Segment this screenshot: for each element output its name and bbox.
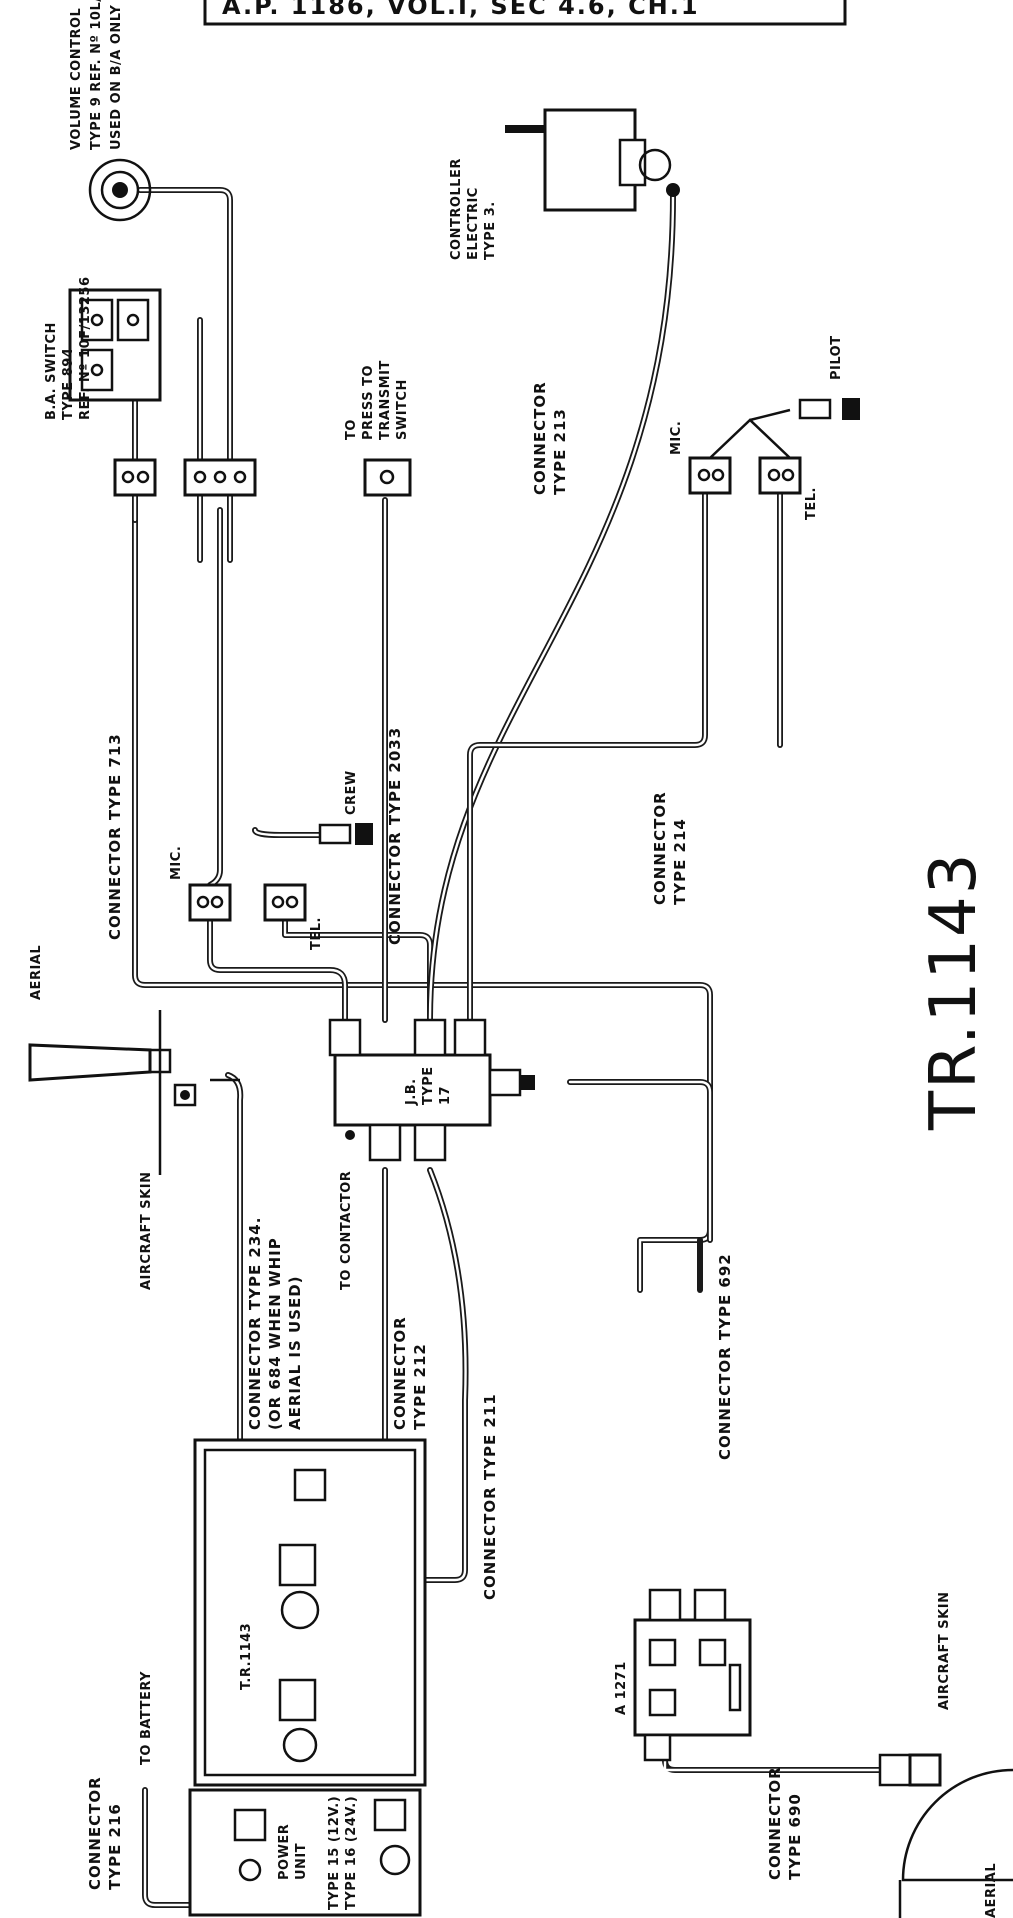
label-connector-690-2: TYPE 690 [786,1793,804,1880]
label-crew-tel: TEL. [309,917,324,950]
crew-plates [188,823,373,922]
label-connector-234-2: (OR 684 WHEN WHIP [266,1237,284,1430]
label-connector-2033: CONNECTOR TYPE 2033 [386,727,404,945]
aerial-top [28,1010,240,1175]
label-controller-1: CONTROLLER [449,158,464,260]
wire-connector-692 [567,1079,713,1293]
label-power-unit-1: POWER [277,1824,292,1880]
label-controller-3: TYPE 3. [483,201,498,260]
label-power-unit-2: UNIT [294,1843,309,1880]
label-connector-212-1: CONNECTOR [391,1316,409,1430]
label-connector-214-1: CONNECTOR [651,791,669,905]
press-to-transmit-plate [363,458,412,497]
wire-connector-713 [132,517,713,1293]
pilot-plates [688,398,860,495]
wire-connector-234 [225,1072,244,1443]
ba-switch [68,288,162,402]
label-connector-713: CONNECTOR TYPE 713 [106,733,124,940]
tr1143-unit [193,1438,427,1787]
label-connector-690-1: CONNECTOR [766,1766,784,1880]
label-power-types-2: TYPE 16 (24V.) [344,1796,359,1910]
label-connector-234-1: CONNECTOR TYPE 234. [246,1217,264,1430]
label-power-types-1: TYPE 15 (12V.) [327,1796,342,1910]
label-volume-control-2: TYPE 9 REF. Nº 10L/103 [89,0,104,150]
label-ba-switch-3: REF. Nº 10F/13256 [78,276,93,420]
header-box: A.P. 1186, VOL.I, SEC 4.6, CH.1 [203,0,847,26]
label-jb-2: TYPE [421,1066,436,1105]
label-volume-control-1: VOLUME CONTROL [69,8,84,150]
label-connector-213-1: CONNECTOR [531,381,549,495]
volume-control [88,158,152,222]
label-connector-214-2: TYPE 214 [671,818,689,905]
wire-connector-213 [427,192,676,1023]
label-pilot-mic: MIC. [669,421,684,455]
label-ptt-3: TRANSMIT [378,360,393,440]
wire-connector-211 [327,1167,469,1583]
label-volume-control-3: USED ON B/A ONLY [109,4,124,150]
big-title: TR.1143 [917,852,991,1132]
label-connector-692: CONNECTOR TYPE 692 [716,1253,734,1460]
label-connector-213-2: TYPE 213 [551,408,569,495]
label-jb-1: J.B. [404,1078,419,1106]
wires [132,187,883,1908]
label-crew-mic: MIC. [169,846,184,880]
label-ptt-1: TO [344,419,359,440]
controller-electric [505,108,680,212]
label-ba-switch-2: TYPE 894 [61,348,76,420]
label-aerial-top: AERIAL [29,945,44,1000]
label-connector-211: CONNECTOR TYPE 211 [481,1393,499,1600]
label-crew: CREW [344,770,359,815]
label-aerial-bottom: AERIAL [984,1863,999,1918]
label-pilot-tel: TEL. [804,487,819,520]
label-to-contactor: TO CONTACTOR [339,1171,354,1290]
aerial-bottom [878,1753,1013,1918]
label-a1271: A 1271 [614,1661,629,1715]
label-to-battery: TO BATTERY [139,1671,154,1765]
label-connector-216-1: CONNECTOR [86,1776,104,1890]
label-ptt-4: SWITCH [395,379,410,440]
label-ptt-2: PRESS TO [361,365,376,440]
wire-connector-214 [467,477,783,1023]
label-pilot: PILOT [829,335,844,380]
wire-crew-to-jb [207,827,433,1023]
label-jb-3: 17 [438,1086,453,1105]
label-ba-switch-1: B.A. SWITCH [44,322,59,420]
label-controller-2: ELECTRIC [466,187,481,260]
label-aircraft-skin-top: AIRCRAFT SKIN [139,1172,154,1290]
label-aircraft-skin-bottom: AIRCRAFT SKIN [937,1592,952,1710]
plate-right [183,458,257,497]
wire-connector-216 [142,1787,228,1908]
header-title: A.P. 1186, VOL.I, SEC 4.6, CH.1 [222,0,700,20]
plate-left [113,458,157,497]
jb-type-17 [328,1018,535,1162]
label-connector-234-3: AERIAL IS USED) [286,1275,304,1430]
label-tr1143: T.R.1143 [239,1623,254,1690]
wire-switch-to-crew [207,507,223,888]
label-connector-212-2: TYPE 212 [411,1343,429,1430]
power-unit [188,1788,422,1917]
label-connector-216-2: TYPE 216 [106,1803,124,1890]
a1271-unit [633,1588,752,1762]
